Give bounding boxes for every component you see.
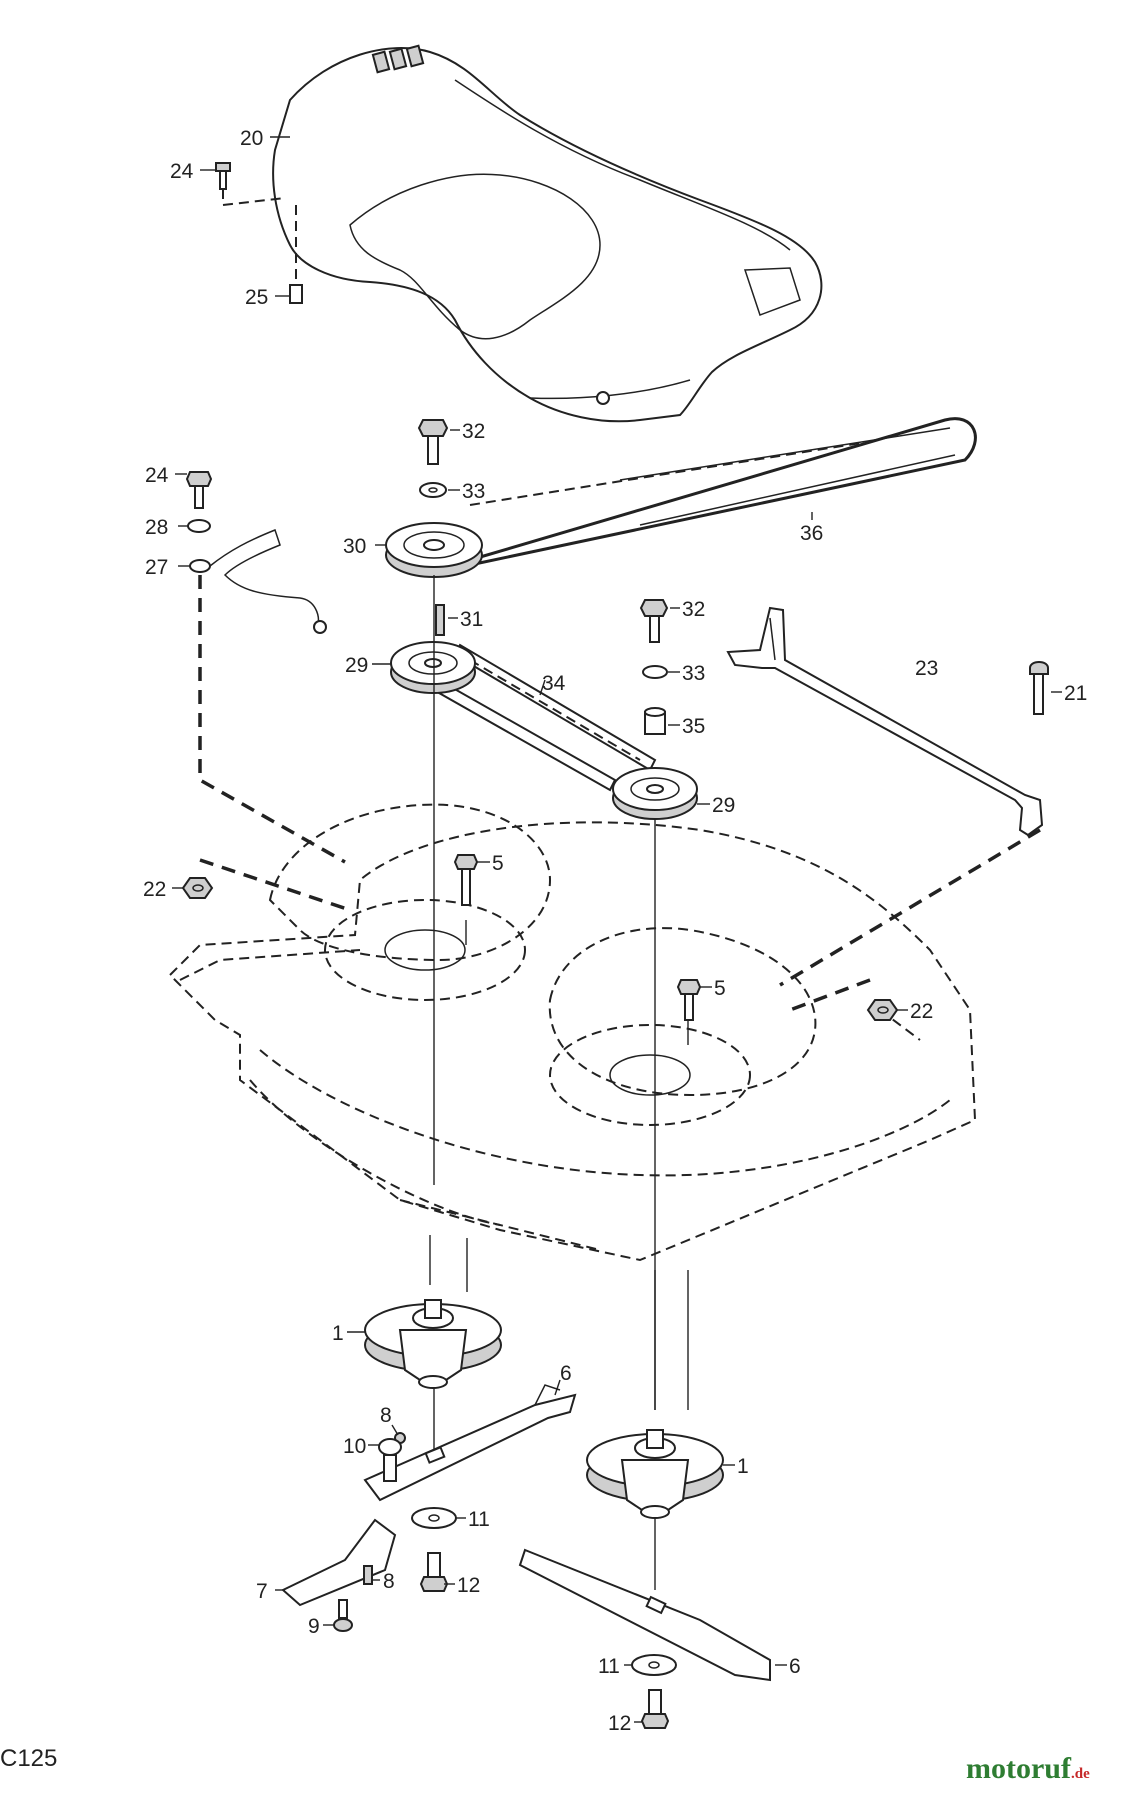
spindle-part-1-left xyxy=(364,1299,502,1389)
pulley-part-29-upper xyxy=(390,641,476,694)
callout-28: 28 xyxy=(145,516,168,539)
callout-5-right: 5 xyxy=(714,977,726,1000)
callout-6-upper: 6 xyxy=(560,1362,572,1385)
spindle-part-1-right xyxy=(586,1429,724,1519)
key-part-31 xyxy=(435,604,445,636)
callout-1-left: 1 xyxy=(332,1322,344,1345)
callout-12-upper: 12 xyxy=(457,1574,480,1597)
callout-31: 31 xyxy=(460,608,483,631)
washer-part-33-lower xyxy=(642,665,668,679)
pulley-part-30 xyxy=(385,522,483,578)
callout-20: 20 xyxy=(240,127,263,150)
callout-8-upper: 8 xyxy=(380,1404,392,1427)
callout-5-left: 5 xyxy=(492,852,504,875)
callout-30: 30 xyxy=(343,535,366,558)
spacer-part-35 xyxy=(644,707,666,735)
callout-11-upper: 11 xyxy=(468,1508,490,1531)
callout-29-lower: 29 xyxy=(712,794,735,817)
callout-leaders xyxy=(172,136,1062,1723)
callout-33-lower: 33 xyxy=(682,662,705,685)
washer-part-11-lower xyxy=(631,1654,677,1676)
nut-part-22-left xyxy=(181,877,214,899)
screw-part-8-lower xyxy=(363,1565,373,1585)
callout-29-upper: 29 xyxy=(345,654,368,677)
callout-23: 23 xyxy=(915,657,938,680)
blade-part-7 xyxy=(281,1518,397,1607)
callout-22-right: 22 xyxy=(910,1000,933,1023)
callout-35: 35 xyxy=(682,715,705,738)
callout-1-right: 1 xyxy=(737,1455,749,1478)
callout-6-lower: 6 xyxy=(789,1655,801,1678)
washer-part-28 xyxy=(187,519,211,533)
nut-part-10 xyxy=(378,1438,402,1482)
washer-part-33-upper xyxy=(419,482,447,498)
callout-32-lower: 32 xyxy=(682,598,705,621)
deck-cover-part-20 xyxy=(272,44,823,423)
bolt-part-12-lower xyxy=(640,1689,670,1729)
callout-36: 36 xyxy=(800,522,823,545)
bolt-part-32-lower xyxy=(639,599,669,643)
callout-10: 10 xyxy=(343,1435,366,1458)
blade-part-6-lower xyxy=(518,1548,771,1682)
watermark-main: motoruf xyxy=(966,1752,1071,1785)
bolt-part-25 xyxy=(289,205,303,304)
callout-11-lower: 11 xyxy=(598,1655,620,1678)
callout-8-lower: 8 xyxy=(383,1570,395,1593)
callout-34: 34 xyxy=(542,672,566,695)
screw-part-9 xyxy=(333,1599,353,1632)
callout-12-lower: 12 xyxy=(608,1712,631,1735)
callout-22-left: 22 xyxy=(143,878,166,901)
mower-deck xyxy=(168,803,977,1262)
callout-9: 9 xyxy=(308,1615,320,1638)
model-code-label: C125 xyxy=(0,1745,58,1772)
blade-part-6-upper xyxy=(363,1384,577,1502)
callout-7: 7 xyxy=(256,1580,268,1603)
bolt-part-32-upper xyxy=(417,419,449,465)
callout-24-left: 24 xyxy=(145,464,169,487)
bracket-bar-part-23 xyxy=(726,606,1044,837)
watermark-tld: .de xyxy=(1070,1766,1090,1782)
callout-24-upper: 24 xyxy=(170,160,194,183)
washer-part-11-upper xyxy=(411,1507,457,1529)
bolt-part-5-right xyxy=(676,979,702,1021)
bolt-part-24-upper xyxy=(215,162,286,207)
callout-21: 21 xyxy=(1064,682,1087,705)
bolt-part-5-left xyxy=(453,854,479,906)
callout-33-upper: 33 xyxy=(462,480,485,503)
callout-32-upper: 32 xyxy=(462,420,485,443)
nut-part-22-right xyxy=(866,999,899,1021)
bolt-part-24-left xyxy=(185,471,213,509)
assembly-lines xyxy=(198,575,1041,1590)
callout-labels: 20 24 25 32 33 24 28 30 36 27 31 32 29 3… xyxy=(143,127,1087,1735)
bolt-part-12-upper xyxy=(419,1552,449,1592)
spring-part-27 xyxy=(189,529,327,634)
drive-belt-part-36 xyxy=(468,417,977,567)
callout-25: 25 xyxy=(245,286,268,309)
watermark-logo: motoruf.de xyxy=(966,1752,1090,1786)
bolt-part-21 xyxy=(1029,661,1049,715)
callout-27: 27 xyxy=(145,556,168,579)
pulley-part-29-lower xyxy=(612,767,698,820)
